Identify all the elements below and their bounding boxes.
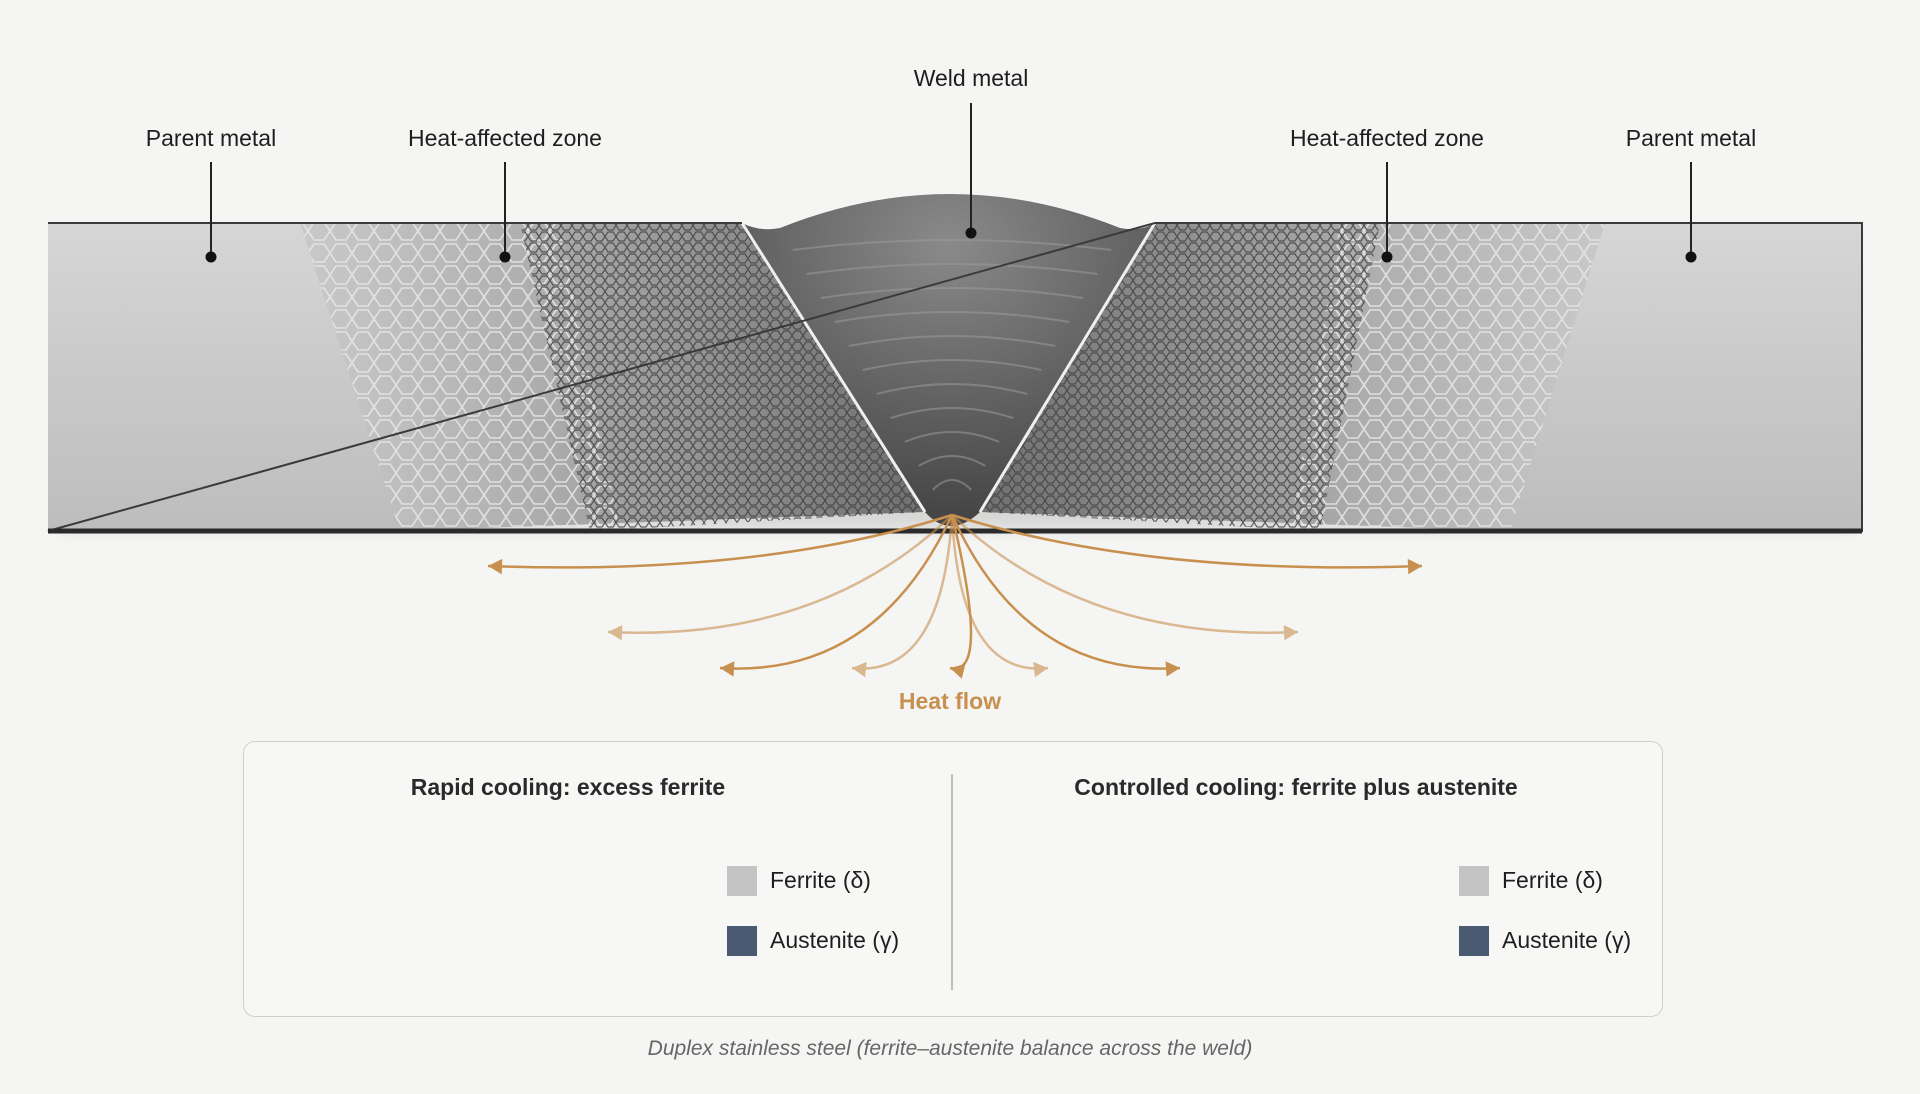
- fusion-line-left: [740, 222, 927, 513]
- heat-arrow-icon: [951, 513, 1423, 575]
- legend-ferrite-controlled: Ferrite (δ): [1502, 867, 1603, 893]
- heat-arrow-icon: [607, 514, 953, 641]
- legend-swatch-austenite-rapid: [727, 926, 757, 956]
- heat-arrow-icon: [719, 514, 954, 677]
- legend-austenite-rapid: Austenite (γ): [770, 927, 900, 953]
- caption: Duplex stainless steel (ferrite–austenit…: [647, 1037, 1253, 1060]
- leader-haz-left: [499, 162, 511, 263]
- panel-title-controlled: Controlled cooling: ferrite plus austeni…: [1074, 774, 1518, 800]
- legend-swatch-ferrite-controlled: [1459, 866, 1489, 896]
- label-haz-left: Heat-affected zone: [408, 125, 602, 151]
- cooling-comparison-panel: Rapid cooling: excess ferrite Controlled…: [243, 741, 1663, 1017]
- heat-arrow-icon: [851, 514, 954, 678]
- legend-swatch-austenite-controlled: [1459, 926, 1489, 956]
- weld-ripple: [820, 287, 1084, 299]
- label-heat-flow: Heat flow: [898, 688, 1002, 714]
- weld-ripple: [904, 431, 1000, 443]
- legend-swatch-ferrite-rapid: [727, 866, 757, 896]
- heat-arrow-icon: [950, 514, 1049, 678]
- weld-ripple: [848, 335, 1056, 347]
- legend-ferrite-rapid: Ferrite (δ): [770, 867, 871, 893]
- label-parent-metal-left: Parent metal: [145, 125, 277, 151]
- weld-ripple: [918, 455, 986, 467]
- weld-ripples: [792, 239, 1112, 491]
- haz-right-coarse-grains: [1290, 223, 1605, 531]
- fusion-line-right: [978, 222, 1157, 513]
- leader-haz-right: [1381, 162, 1393, 263]
- label-parent-metal-right: Parent metal: [1625, 125, 1757, 151]
- weld-ripple: [792, 239, 1112, 251]
- weld-ripple: [862, 359, 1042, 371]
- leader-parent-left: [205, 162, 217, 263]
- heat-flow-arrows: [487, 513, 1423, 679]
- weld-ripple: [890, 407, 1014, 419]
- haz-left-fine-grains: [520, 223, 925, 531]
- weld-ripple: [834, 311, 1070, 323]
- leader-parent-right: [1685, 162, 1697, 263]
- weld-ripple: [932, 479, 972, 491]
- legend-austenite-controlled: Austenite (γ): [1502, 927, 1632, 953]
- weld-ripple: [876, 383, 1028, 395]
- leader-weld: [965, 103, 977, 239]
- label-haz-right: Heat-affected zone: [1290, 125, 1484, 151]
- heat-arrow-icon: [949, 514, 973, 679]
- heat-arrow-icon: [951, 514, 1299, 641]
- panel-title-rapid: Rapid cooling: excess ferrite: [410, 774, 726, 800]
- panel-divider: [951, 774, 953, 990]
- heat-arrow-icon: [487, 513, 953, 575]
- haz-right-fine-grains: [980, 223, 1380, 531]
- weld-ripple: [806, 263, 1098, 275]
- heat-arrow-icon: [950, 514, 1181, 677]
- label-weld-metal: Weld metal: [913, 65, 1029, 91]
